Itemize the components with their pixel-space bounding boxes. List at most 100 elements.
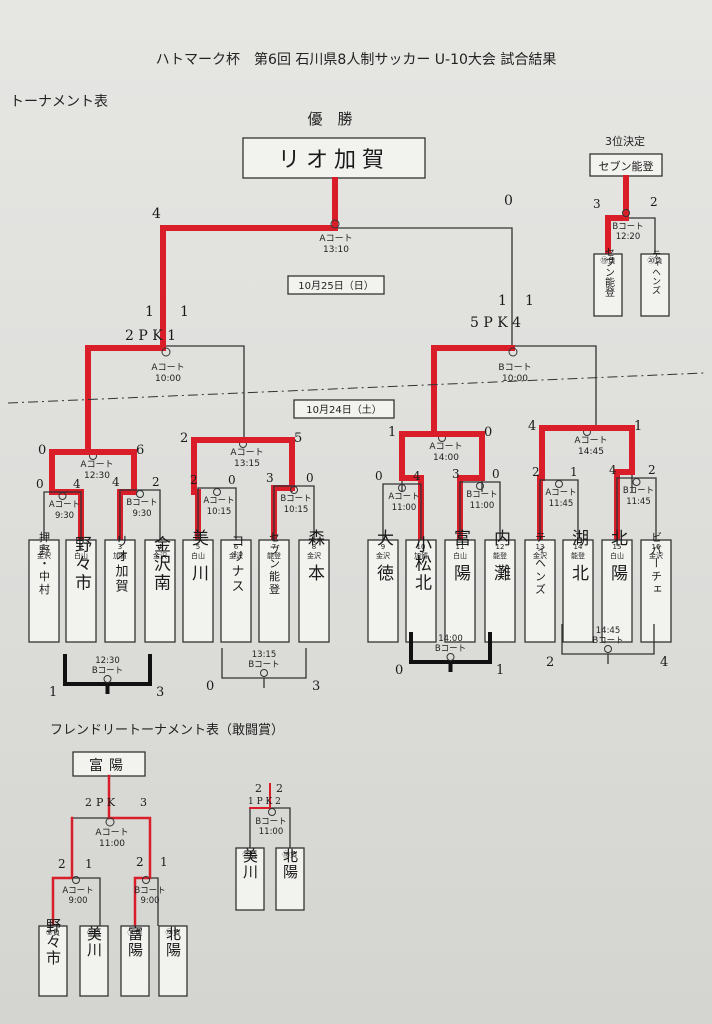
consolation-bracket — [561, 624, 655, 664]
r1-score-left: 3 — [452, 467, 460, 481]
consolation-score-left: 1 — [49, 685, 57, 700]
friendly2-team-name: 北陽 — [281, 848, 299, 880]
date-box-day2 — [287, 275, 385, 295]
team-number: 15 — [613, 543, 622, 551]
friendly2-team-tag: ⑱負 — [283, 849, 298, 859]
r2-court: Aコート — [80, 460, 113, 470]
team-number: 9 — [381, 543, 385, 551]
team-name: リオ加賀 — [113, 534, 129, 594]
team-name: 森本 — [304, 529, 325, 599]
r1-score-right: 0 — [228, 473, 236, 487]
friendly1-sf2-court: Bコート — [134, 886, 165, 896]
friendly1-final-s2: 2 — [85, 796, 92, 809]
r1-match-marker — [476, 482, 484, 490]
consolation-marker — [604, 645, 612, 653]
friendly1-team-name: 北陽 — [164, 926, 182, 958]
third-time: 12:20 — [616, 232, 641, 242]
consolation-time: 13:15 — [252, 650, 277, 660]
team-box — [65, 539, 97, 643]
r2-score-left: 0 — [38, 443, 46, 458]
champion-name: リオ加賀 — [278, 148, 390, 173]
semi1-pk: 2 P K 1 — [125, 328, 176, 344]
friendly2-time: 11:00 — [259, 827, 284, 837]
r1-score-right: 4 — [413, 469, 421, 483]
final-score-left: 4 — [152, 206, 161, 222]
team-number: 4 — [158, 543, 163, 551]
team-box — [182, 539, 214, 643]
team-number: 5 — [196, 543, 200, 551]
r1-score-left: 4 — [609, 463, 617, 477]
third-left-tag: ⑲負 — [601, 255, 616, 265]
team-name: 内灘 — [490, 529, 511, 599]
team-region: 加賀 — [414, 551, 428, 560]
r1-time: 10:15 — [284, 505, 309, 515]
date-day2: 10月25日（日） — [298, 280, 373, 292]
team-name: 富陽 — [450, 529, 470, 599]
r2-score-left: 2 — [180, 431, 188, 446]
r1-court: Aコート — [388, 492, 419, 502]
final-court: Aコート — [319, 234, 352, 244]
r1-match-marker — [136, 490, 144, 498]
r2-score-right: 1 — [634, 419, 642, 434]
friendly1-team-box — [38, 925, 68, 997]
r2-court: Aコート — [429, 442, 462, 452]
sheet-title: ハトマーク杯 第6回 石川県8人制サッカー U-10大会 試合結果 — [156, 51, 557, 68]
friendly2-marker — [268, 808, 276, 816]
friendly1-team-tag: ⑫負 — [166, 927, 181, 937]
third-team-box-right — [640, 253, 670, 317]
final-score-right: 0 — [504, 193, 513, 209]
r1-score-right: 0 — [492, 467, 500, 481]
r1-court: Aコート — [203, 496, 234, 506]
r2-court: Aコート — [574, 436, 607, 446]
date-box-day1 — [293, 399, 395, 419]
day-separator — [7, 372, 705, 404]
third-score-left: 3 — [593, 197, 601, 211]
r1-time: 10:15 — [207, 507, 232, 517]
team-region: 金沢 — [649, 551, 663, 560]
r1-score-left: 2 — [532, 465, 540, 479]
consolation-score-right: 3 — [312, 679, 320, 694]
friendly2-team-name: 美川 — [241, 848, 259, 880]
consolation-marker — [260, 669, 268, 677]
team-name: 美川 — [188, 529, 209, 599]
r1-court: Aコート — [545, 488, 576, 498]
third-place-winner: セブン能登 — [599, 159, 654, 173]
friendly2-s2: 2 — [276, 782, 283, 795]
friendly1-team-tag: ⑪負 — [128, 927, 143, 937]
friendly2-court: Bコート — [255, 817, 286, 827]
r1-score-left: 2 — [190, 473, 198, 487]
r1-match-marker — [290, 486, 298, 494]
semi1-score-left: 1 — [145, 304, 154, 320]
friendly1-team-name: 富陽 — [126, 925, 144, 958]
r1-court: Bコート — [623, 486, 654, 496]
team-region: 白山 — [74, 551, 88, 560]
r2-time: 12:30 — [84, 471, 110, 481]
team-number: 3 — [118, 543, 122, 551]
semi1-winner-path — [85, 345, 166, 443]
friendly1-final-marker — [105, 817, 115, 827]
semi2-pk: 5 P K 4 — [470, 315, 521, 331]
team-number: 10 — [417, 543, 426, 551]
r1-score-left: 0 — [36, 477, 44, 491]
semi1-marker — [161, 347, 171, 357]
friendly-winner: 富陽 — [89, 757, 129, 774]
friendly1-team-name: 野々市 — [44, 918, 62, 966]
r1-match-marker — [58, 492, 67, 500]
final-winner-path — [160, 177, 338, 351]
r1-court: Aコート — [49, 500, 80, 510]
r1-score-left: 0 — [375, 469, 383, 483]
third-match-marker — [622, 209, 630, 217]
r1-time: 9:30 — [132, 509, 151, 519]
semi2-score-left: 1 — [498, 293, 507, 309]
semi1-time: 10:00 — [155, 374, 181, 384]
r2-score-right: 0 — [484, 425, 492, 440]
team-number: 2 — [79, 543, 83, 551]
r1-time: 9:30 — [55, 511, 74, 521]
team-name: 野々市 — [71, 535, 92, 592]
team-box — [405, 539, 437, 643]
consolation-score-right: 3 — [156, 685, 164, 700]
section-friendly-title: フレンドリートーナメント表（敢闘賞） — [50, 723, 284, 738]
friendly1-sf1-marker — [72, 876, 80, 884]
friendly2-winner-path — [249, 783, 271, 809]
